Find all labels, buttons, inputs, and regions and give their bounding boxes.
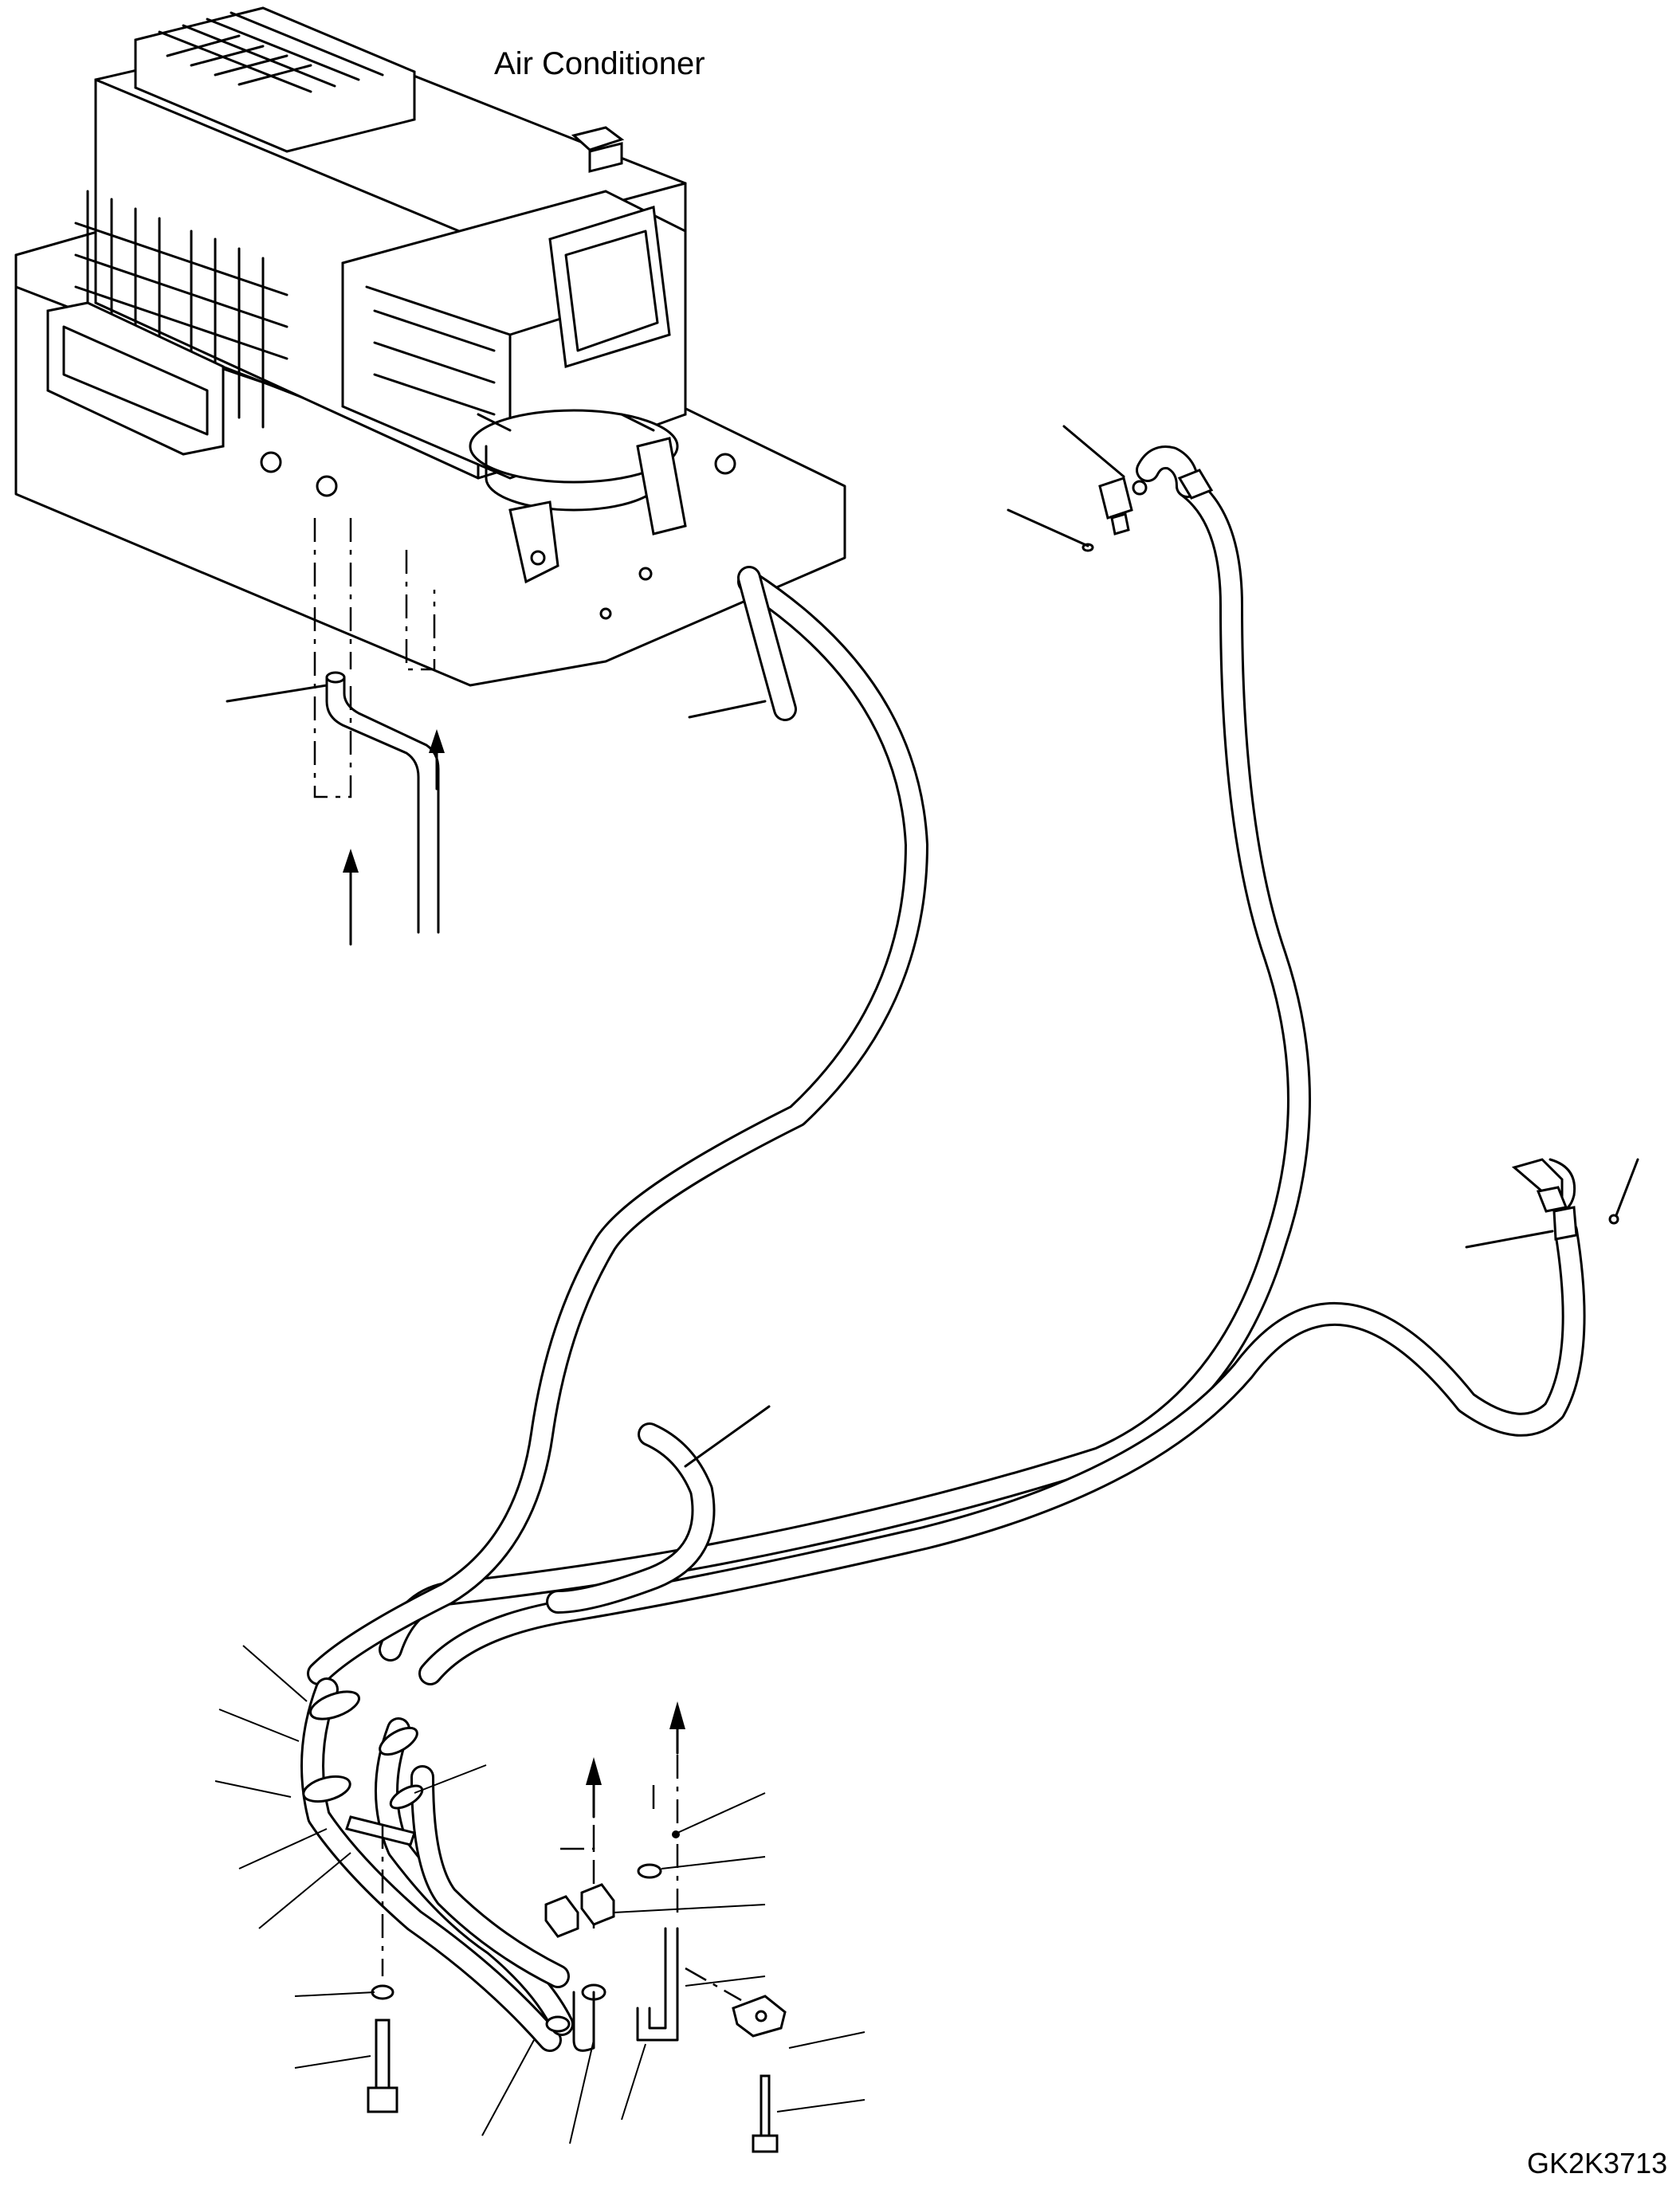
drawing-code: GK2K3713: [1527, 2147, 1668, 2179]
drain-tube-assembly: [226, 518, 445, 946]
callout-leaders: [214, 1645, 866, 2144]
drain-hose-middle: [546, 1405, 771, 1614]
small-parts: [367, 1701, 787, 2153]
hose-bundle-bottom: [300, 1677, 679, 2052]
air-conditioner-unit: [14, 6, 846, 687]
refrigerant-hose-main: [379, 474, 1311, 1662]
refrigerant-hose-left: [307, 566, 928, 1685]
upper-fitting: [1007, 425, 1214, 552]
right-fitting: [1465, 1158, 1639, 1249]
diagram-title: Air Conditioner: [494, 46, 705, 81]
refrigerant-hose-right: [418, 1219, 1586, 1685]
